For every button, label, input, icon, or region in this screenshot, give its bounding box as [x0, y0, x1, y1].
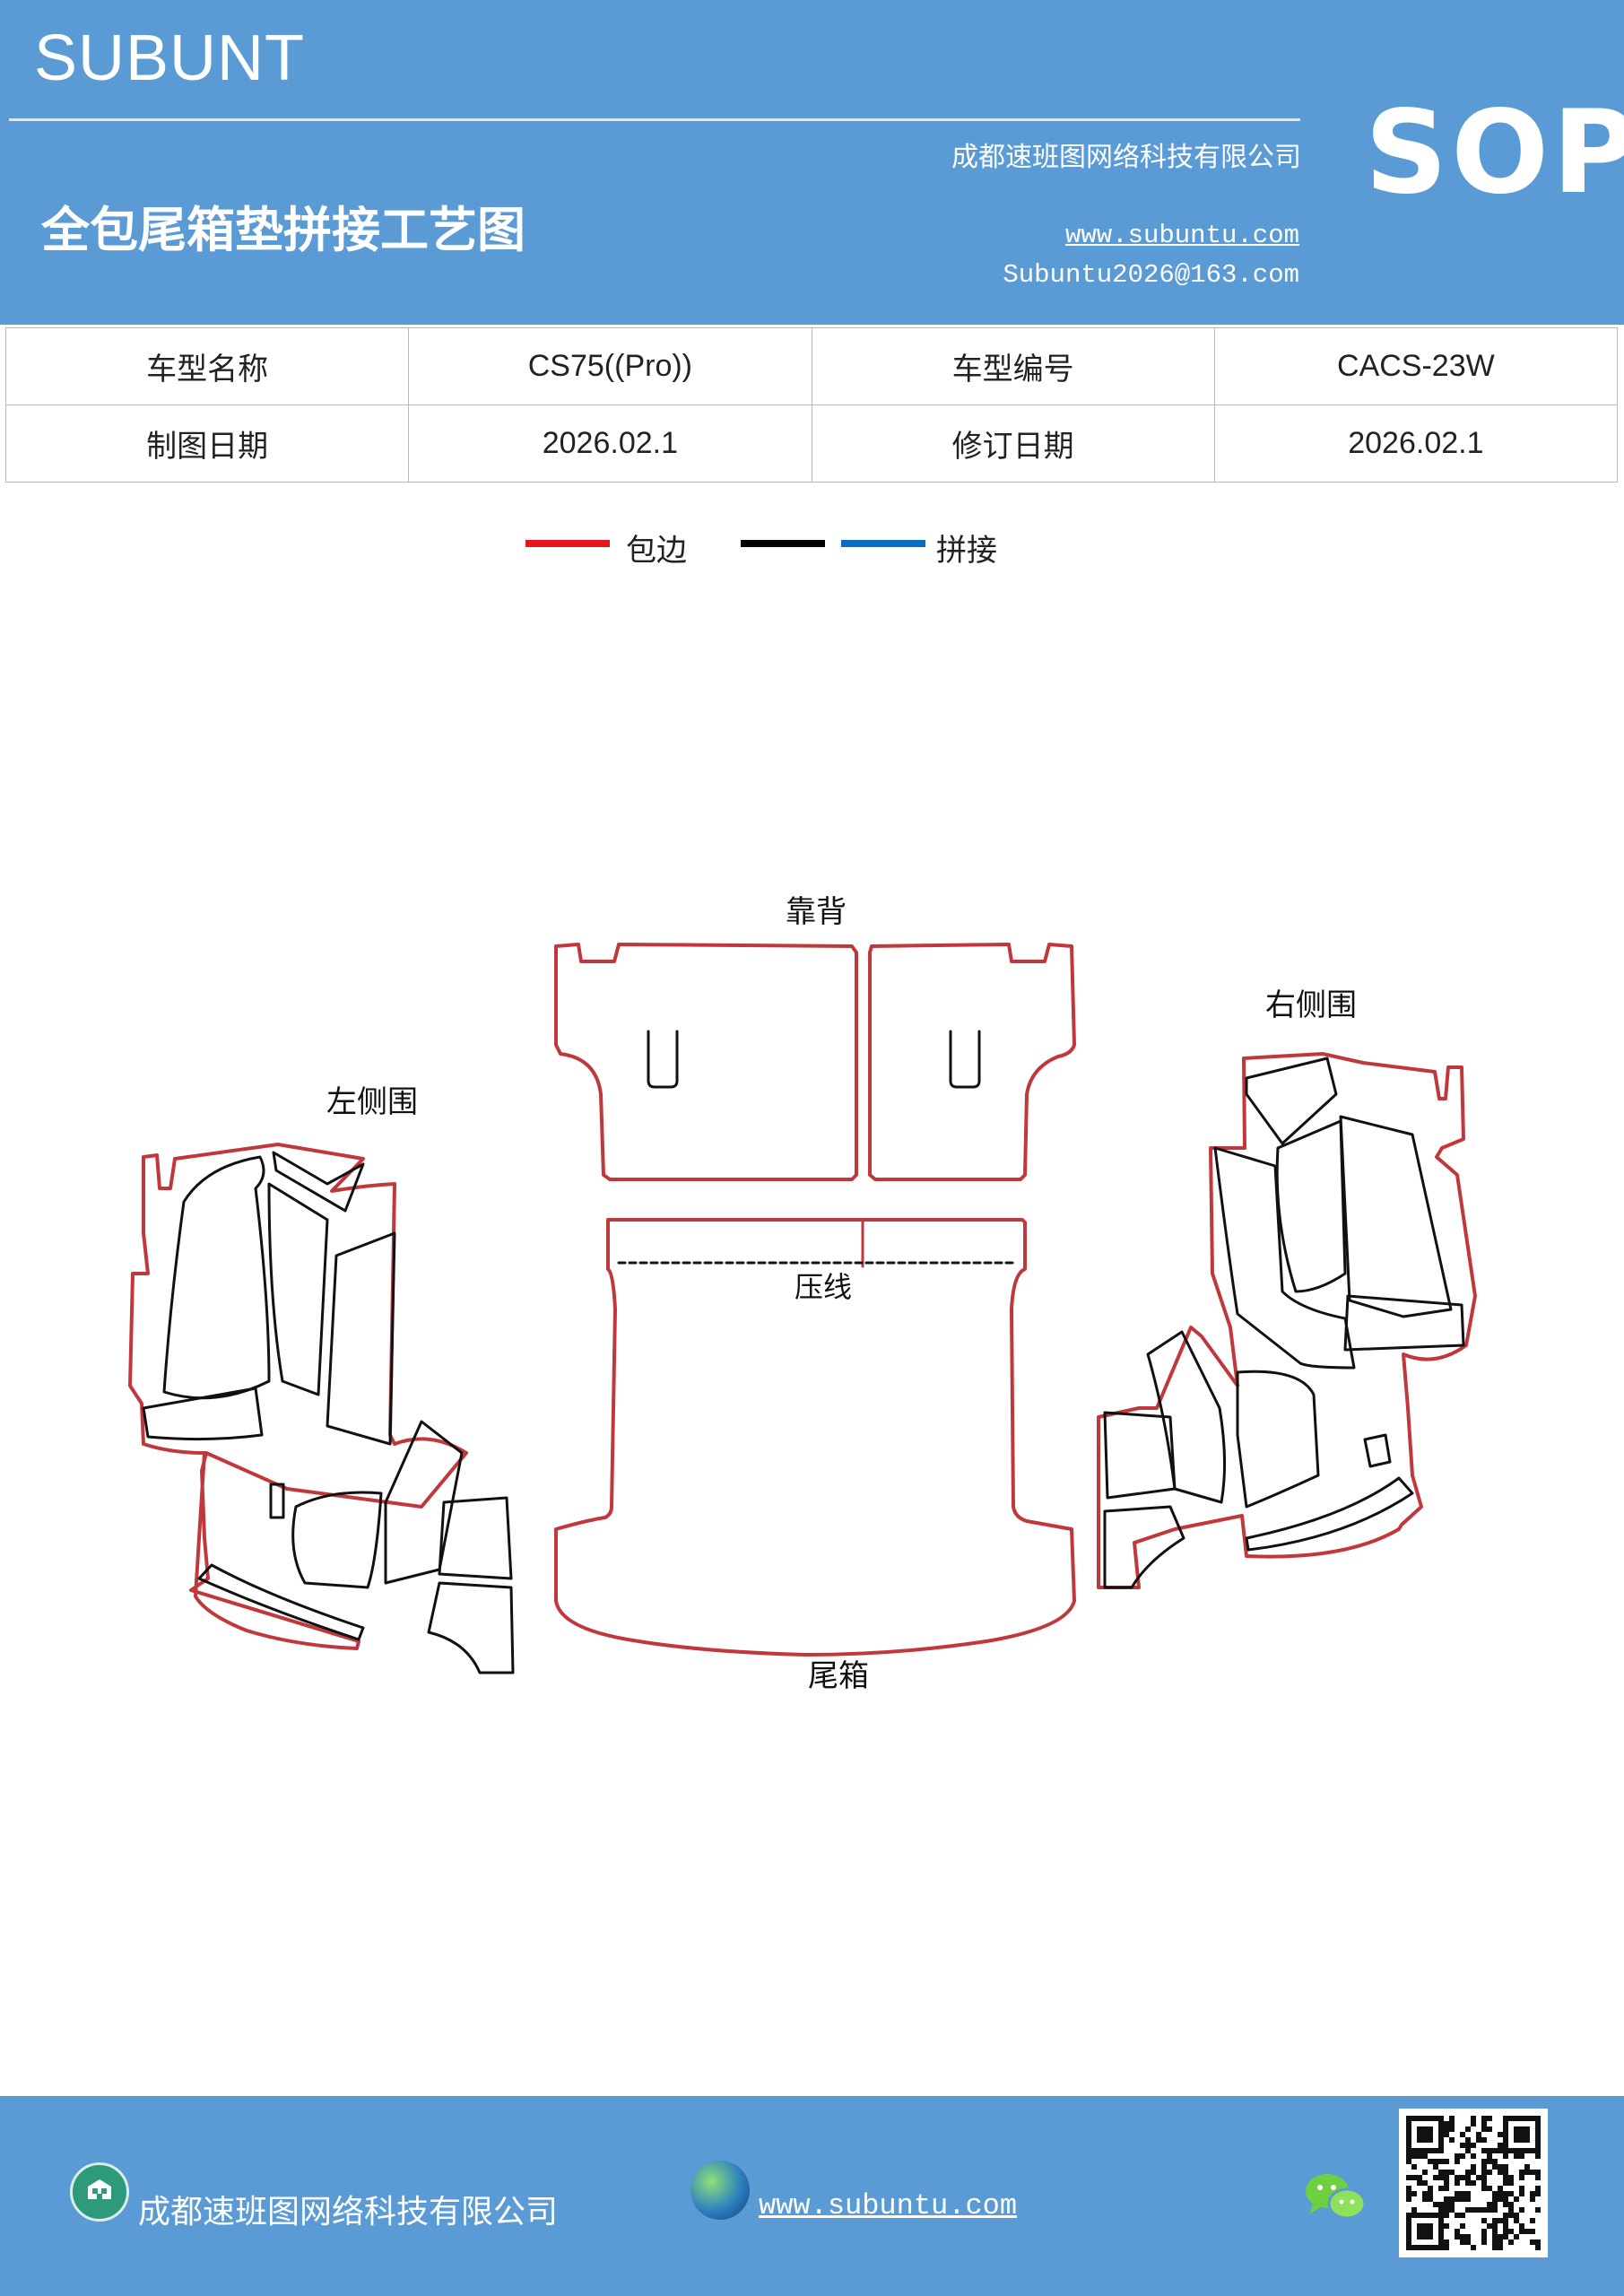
- footer-company-name: 成都速班图网络科技有限公司: [138, 2194, 559, 2231]
- model-code-label: 车型编号: [811, 327, 1215, 405]
- building-icon: [70, 2162, 129, 2222]
- seatback-right-slot: [949, 1030, 981, 1089]
- edge-swatch: [525, 540, 610, 547]
- seatback-label: 靠背: [786, 894, 847, 930]
- right-piece-d: [1213, 1146, 1356, 1370]
- left-piece-j: [269, 1483, 285, 1519]
- document-title: 全包尾箱垫拼接工艺图: [41, 201, 525, 258]
- left-piece-b: [272, 1151, 365, 1213]
- press-line-label: 压线: [795, 1270, 852, 1304]
- footer-website-link[interactable]: www.subuntu.com: [759, 2189, 1018, 2222]
- table-row: 车型名称 CS75((Pro)) 车型编号 CACS-23W: [4, 327, 1619, 405]
- edge-legend-label: 包边: [626, 533, 687, 569]
- wechat-icon[interactable]: [1300, 2168, 1372, 2227]
- trunk-floor-panel: [554, 1218, 1076, 1657]
- left-side-label: 左侧围: [326, 1084, 418, 1120]
- left-piece-h: [438, 1496, 513, 1580]
- seatback-left-panel: [554, 943, 858, 1181]
- right-piece-i: [1103, 1505, 1185, 1589]
- vehicle-info-table: 车型名称 CS75((Pro)) 车型编号 CACS-23W 制图日期 2026…: [4, 327, 1619, 483]
- globe-icon: [690, 2161, 750, 2220]
- model-name-value: CS75((Pro)): [408, 327, 812, 405]
- right-piece-g: [1146, 1330, 1227, 1504]
- splice-legend-label: 拼接: [936, 533, 997, 569]
- seatback-right-panel: [868, 943, 1076, 1181]
- right-piece-h: [1103, 1411, 1177, 1500]
- footer-banner: 成都速班图网络科技有限公司 www.subuntu.com: [0, 2096, 1624, 2296]
- splice-swatch-black: [741, 540, 825, 547]
- right-piece-c: [1245, 1057, 1338, 1145]
- model-code-value: CACS-23W: [1213, 327, 1619, 405]
- left-piece-a: [162, 1155, 271, 1400]
- seatback-left-slot: [647, 1030, 679, 1089]
- company-name: 成都速班图网络科技有限公司: [951, 142, 1301, 173]
- right-strip: [1245, 1476, 1414, 1552]
- revision-date-value: 2026.02.1: [1213, 404, 1619, 483]
- trunk-label: 尾箱: [808, 1658, 869, 1694]
- website-link[interactable]: www.subuntu.com: [1064, 221, 1299, 250]
- left-piece-d: [326, 1231, 396, 1446]
- right-piece-b: [1339, 1115, 1453, 1318]
- trunk-mat-diagram: 靠背 左侧围 右侧围 压线 尾箱: [128, 894, 1477, 1694]
- model-name-label: 车型名称: [4, 327, 410, 405]
- left-piece-i: [427, 1581, 515, 1674]
- left-piece-c: [267, 1182, 329, 1396]
- right-side-label: 右侧围: [1265, 987, 1357, 1023]
- right-piece-e: [1343, 1294, 1465, 1352]
- splice-swatch-blue: [841, 540, 925, 547]
- brand-name: SUBUNT: [34, 22, 306, 94]
- table-row: 制图日期 2026.02.1 修订日期 2026.02.1: [4, 404, 1619, 483]
- left-piece-f: [291, 1491, 383, 1589]
- right-piece-a: [1275, 1119, 1347, 1293]
- right-piece-j: [1363, 1433, 1392, 1468]
- draw-date-value: 2026.02.1: [408, 404, 812, 483]
- sop-badge: SOP: [1365, 86, 1624, 220]
- header-divider: [9, 118, 1300, 121]
- left-strip: [197, 1563, 365, 1641]
- qr-code[interactable]: [1399, 2109, 1548, 2257]
- revision-date-label: 修订日期: [811, 404, 1215, 483]
- left-piece-g: [384, 1420, 464, 1585]
- left-side-outer: [128, 1143, 468, 1650]
- draw-date-label: 制图日期: [4, 404, 410, 483]
- right-side-outer: [1097, 1052, 1477, 1589]
- left-piece-e: [142, 1387, 264, 1441]
- email-address: Subuntu2026@163.com: [1003, 260, 1299, 290]
- legend: 包边 拼接: [0, 526, 1624, 570]
- right-piece-f: [1236, 1370, 1320, 1509]
- header-banner: SUBUNT 成都速班图网络科技有限公司 全包尾箱垫拼接工艺图 www.subu…: [0, 0, 1624, 325]
